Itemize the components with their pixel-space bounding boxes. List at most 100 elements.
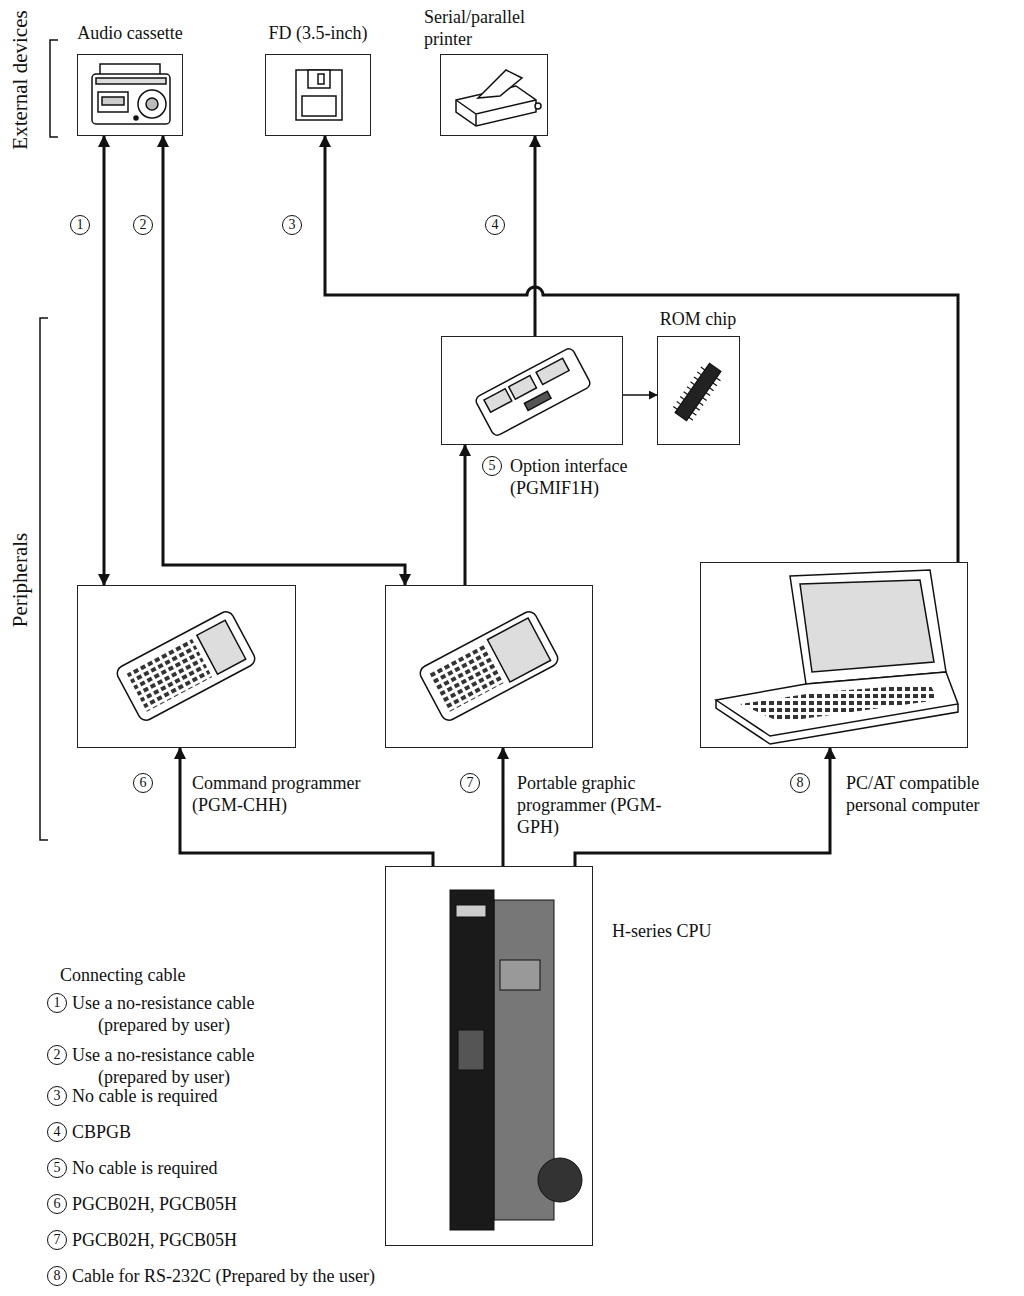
peripheral-bracket: [40, 318, 48, 840]
printer-paper: [478, 70, 522, 98]
printer-edge: [456, 100, 536, 126]
cpu-battery: [538, 1158, 582, 1202]
section-bracket: [40, 40, 58, 840]
disk-label: [302, 96, 336, 116]
laptop-lid: [790, 570, 946, 684]
device-label: Command programmer (PGM-CHH): [192, 772, 377, 816]
callout-number: 6: [47, 1194, 67, 1214]
connector-arrow: [163, 136, 405, 585]
disk-body: [296, 70, 342, 120]
connector-arrow: [180, 748, 433, 866]
cpu-front-panel: [450, 890, 494, 1230]
interface-slot: [509, 376, 537, 400]
cpu-module-figure: [450, 890, 582, 1230]
interface-slot: [536, 358, 569, 384]
programmer-keys: [126, 638, 212, 712]
shutter-slot: [318, 74, 324, 84]
radio-buttons: [96, 78, 166, 84]
cable-note: No cable is required: [72, 1157, 217, 1179]
callout-number: 1: [70, 215, 90, 235]
radio-knob: [134, 116, 138, 120]
cpu-nameplate: [456, 905, 486, 917]
programmer-keys: [428, 644, 503, 712]
speaker-cone: [146, 98, 158, 110]
chip-body: [675, 363, 721, 420]
callout-number: 1: [47, 993, 67, 1013]
device-box: FD (3.5-inch): [265, 54, 371, 136]
device-box: Audio cassette: [77, 54, 183, 136]
device-label: Audio cassette: [77, 22, 182, 44]
option-interface-figure: [474, 347, 592, 437]
callout-number: 8: [790, 773, 810, 793]
device-label: ROM chip: [660, 308, 737, 330]
command-programmer-figure: [115, 609, 258, 723]
connector-arrow: [325, 136, 958, 562]
cassette-radio: [92, 64, 170, 124]
external-bracket: [50, 40, 58, 137]
device-label: H-series CPU: [612, 920, 712, 942]
callout-number: 5: [482, 456, 502, 476]
connector-arrow: [623, 394, 657, 396]
radio-handle: [100, 64, 160, 74]
device-box: Serial/parallel printer: [440, 54, 548, 136]
laptop-base: [716, 672, 958, 736]
floppy-disk: [296, 70, 342, 120]
callout-number: 3: [282, 215, 302, 235]
laptop-screen: [800, 580, 934, 672]
rom-chip-figure: [671, 361, 725, 424]
callout-number: 6: [133, 773, 153, 793]
cable-note: PGCB02H, PGCB05H: [72, 1193, 237, 1215]
callout-number: 5: [47, 1158, 67, 1178]
callout-number: 4: [485, 215, 505, 235]
device-label: Portable graphic programmer (PGM-GPH): [517, 772, 662, 838]
cable-note: CBPGB: [72, 1121, 131, 1143]
callout-number: 3: [47, 1086, 67, 1106]
connector-arrow: [464, 445, 467, 585]
device-label: PC/AT compatible personal computer: [846, 772, 1006, 816]
cassette-tape: [102, 97, 124, 105]
device-box: PC/AT compatible personal computer: [700, 562, 968, 748]
cpu-connector: [458, 1030, 484, 1070]
printer-knob: [535, 103, 541, 109]
interface-body: [474, 347, 592, 437]
callout-number: 2: [47, 1045, 67, 1065]
cpu-chip: [500, 960, 540, 990]
device-label: Serial/parallel printer: [424, 6, 554, 50]
device-box: H-series CPU: [385, 866, 593, 1246]
callout-number: 7: [47, 1230, 67, 1250]
cable-note: Use a no-resistance cable (prepared by u…: [72, 992, 318, 1036]
laptop-figure: [716, 570, 958, 744]
callout-number: 4: [47, 1122, 67, 1142]
cassette-window: [98, 92, 128, 112]
connector-arrow: [502, 748, 505, 866]
cable-note: PGCB02H, PGCB05H: [72, 1229, 237, 1251]
radio-body: [92, 74, 170, 124]
connector-arrow: [534, 136, 537, 336]
cable-note: Cable for RS-232C (Prepared by the user): [72, 1265, 375, 1287]
interface-slot: [484, 389, 512, 413]
cable-note: Connecting cable: [60, 964, 185, 986]
graphic-programmer-figure: [418, 609, 561, 723]
device-box: Portable graphic programmer (PGM-GPH): [385, 585, 593, 748]
section-label: External devices: [8, 10, 32, 149]
callout-number: 7: [460, 773, 480, 793]
printer-figure: [456, 70, 541, 126]
programmer-body: [418, 609, 561, 723]
callout-number: 2: [133, 215, 153, 235]
radio-speaker: [138, 90, 166, 118]
laptop-side: [716, 700, 958, 744]
callout-number: 8: [47, 1266, 67, 1286]
connector-arrow: [103, 136, 106, 585]
device-label: FD (3.5-inch): [269, 22, 368, 44]
interface-socket: [524, 391, 551, 410]
device-box: Option interface (PGMIF1H): [441, 336, 623, 445]
device-box: ROM chip: [657, 336, 740, 445]
programmer-body: [115, 609, 258, 723]
device-box: Command programmer (PGM-CHH): [77, 585, 296, 748]
device-label: Option interface (PGMIF1H): [510, 455, 650, 499]
laptop-keyboard: [740, 684, 938, 722]
section-label: Peripherals: [8, 533, 32, 627]
cable-note: Use a no-resistance cable (prepared by u…: [72, 1044, 318, 1088]
